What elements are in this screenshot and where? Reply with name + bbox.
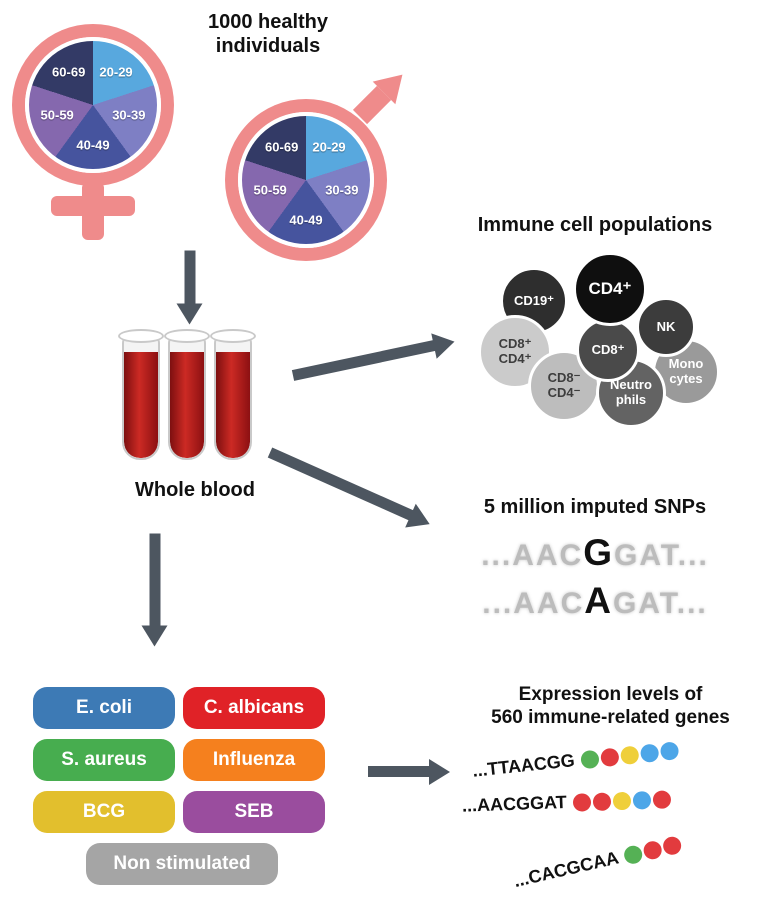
snp-seq-text: GAT... [614,539,709,572]
cell-label: CD19⁺ [513,292,555,308]
gene-sequence-row: ...CACGCAA [512,833,683,892]
bead-green [622,843,644,866]
bead-green [579,749,600,769]
expression-beads [578,740,680,769]
gene-sequence-text: ...CACGCAA [511,847,621,891]
snp-sequences: ...AACGGAT... ...AACAGAT... [430,532,760,628]
tube-glass [122,334,160,460]
gene-sequence-text: ...TTAACGG [471,750,576,781]
age-slice-label: 40-49 [76,137,110,153]
bead-yellow [619,744,640,765]
cell-label: CD8⁻ CD4⁻ [547,370,581,400]
stimulus-bcg: BCG [33,791,175,833]
stimulus-label: SEB [234,801,274,822]
cell-label: Neutro phils [610,377,652,407]
blood-tube [210,329,256,460]
expression-beads [570,789,671,812]
stimulus-e-coli: E. coli [33,687,175,729]
female-age-pie-chart: 20-29 30-39 40-49 50-59 60-69 [25,37,161,173]
stimulus-label: C. albicans [203,697,305,718]
snp-allele-g: G [583,532,614,573]
bead-red [572,792,591,812]
cell-label: NK [656,318,676,334]
snp-seq-text: ...AAC [481,539,584,572]
whole-blood-label: Whole blood [135,479,255,501]
bead-red [641,838,664,861]
age-slice-label: 60-69 [52,64,86,80]
tube-blood-fill [170,351,204,458]
stimulus-seb: SEB [183,791,325,833]
immune-cells-title: Immune cell populations [477,214,713,236]
bead-yellow [612,791,631,810]
bead-blue [639,742,660,763]
bead-red [599,747,620,767]
age-slice-label: 20-29 [312,139,346,155]
bead-red [592,791,611,811]
bead-blue [632,790,651,810]
snp-title: 5 million imputed SNPs [483,496,707,518]
stimulus-label: E. coli [76,697,132,718]
age-slice-label: 20-29 [99,64,133,80]
bead-red [652,789,671,809]
age-slice-label: 40-49 [289,212,323,228]
cell-label: CD8⁺ [591,341,625,357]
arrow-cohort-to-blood [184,250,196,305]
blood-tube [164,329,210,460]
cell-cd8-pos: CD8⁺ [576,318,640,382]
tube-blood-fill [216,351,250,458]
snp-sequence-alt: ...AACAGAT... [430,580,760,622]
age-slice-label: 50-59 [253,182,287,198]
tube-rim [164,329,210,343]
female-symbol-crossbar [51,196,135,216]
stimulus-c-albicans: C. albicans [183,687,325,729]
snp-sequence-ref: ...AACGGAT... [430,532,760,574]
cell-label: CD4⁺ [588,279,632,299]
tube-glass [168,334,206,460]
cohort-title: 1000 healthy individuals [207,11,329,57]
stimulus-label: Influenza [212,749,296,770]
stimulus-label: Non stimulated [113,853,251,874]
expression-beads [620,834,683,866]
cell-label: CD8⁺ CD4⁺ [498,336,532,366]
tube-blood-fill [124,351,158,458]
stimulus-s-aureus: S. aureus [33,739,175,781]
gene-sequence-text: ...AACGGAT [461,791,568,816]
snp-allele-a: A [584,580,613,621]
stimulus-label: BCG [82,801,126,822]
gene-sequence-row: ...TTAACGG [471,739,680,781]
bead-red [661,834,683,857]
age-slice-label: 30-39 [112,107,146,123]
male-age-pie-chart: 20-29 30-39 40-49 50-59 60-69 [238,112,374,248]
arrow-blood-to-stimuli [149,533,161,627]
snp-seq-text: GAT... [612,587,708,620]
bead-blue [659,740,680,761]
stimulus-non-stimulated: Non stimulated [86,843,278,885]
cell-label: Mono cytes [668,356,704,386]
stimulus-label: S. aureus [61,749,147,770]
age-slice-label: 50-59 [40,107,74,123]
age-slice-label: 30-39 [325,182,359,198]
age-slice-label: 60-69 [265,139,299,155]
expression-title: Expression levels of 560 immune-related … [491,684,730,728]
stimulus-influenza: Influenza [183,739,325,781]
tube-rim [210,329,256,343]
blood-tube [118,329,164,460]
snp-seq-text: ...AAC [482,587,585,620]
tube-glass [214,334,252,460]
gene-sequence-row: ...AACGGAT [462,788,671,816]
male-symbol-arrow [352,85,392,125]
tube-rim [118,329,164,343]
cell-nk: NK [636,297,696,357]
arrow-stimuli-to-expression [368,766,430,777]
cell-cd4-pos: CD4⁺ [573,252,647,326]
arrow-blood-to-immune-cells [291,339,436,381]
